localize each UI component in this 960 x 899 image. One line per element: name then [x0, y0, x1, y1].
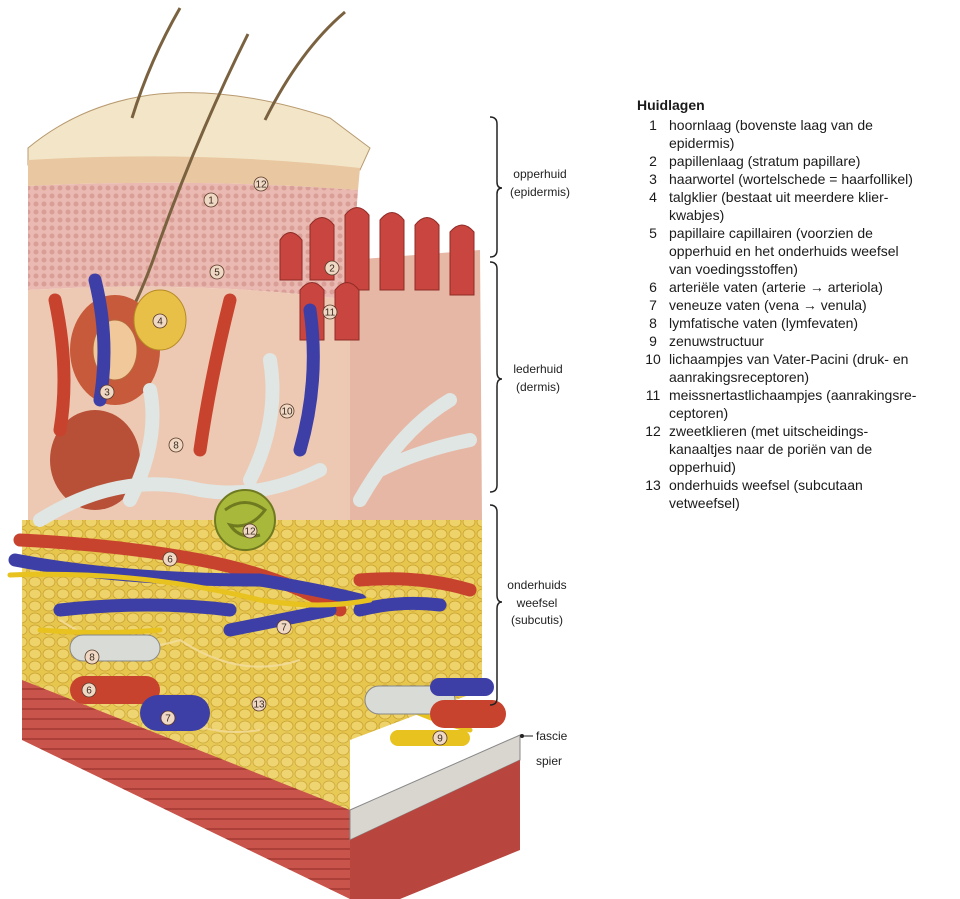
legend-item: 4 talgklier (bestaat uit meerdere klier- …: [637, 188, 957, 224]
legend-item-text: veneuze vaten (vena → venula): [669, 297, 867, 313]
marker-3: 3: [99, 384, 115, 400]
legend-item-number: 11: [645, 387, 661, 403]
marker-9: 9: [432, 730, 448, 746]
svg-text:6: 6: [167, 555, 173, 566]
label-dermis-2: (dermis): [516, 380, 560, 394]
muscle-side: [350, 760, 520, 899]
svg-text:6: 6: [86, 686, 92, 697]
legend-item-text: onderhuids weefsel (subcutaan vetweefsel…: [669, 477, 863, 511]
label-subcutis-2: weefsel: [516, 596, 558, 610]
legend-item-text: haarwortel (wortelschede = haarfollikel): [669, 171, 913, 187]
legend-item-number: 5: [649, 225, 657, 241]
legend-item: 2 papillenlaag (stratum papillare): [637, 152, 957, 170]
svg-text:9: 9: [437, 734, 443, 745]
legend-item-text: zweetklieren (met uitscheidings- kanaalt…: [669, 423, 873, 475]
svg-text:1: 1: [208, 196, 214, 207]
sweat-gland: [214, 489, 276, 551]
legend-item: 3 haarwortel (wortelschede = haarfollikel…: [637, 170, 957, 188]
legend-item: 8 lymfatische vaten (lymfevaten): [637, 314, 957, 332]
marker-7b: 7: [160, 710, 176, 726]
legend: Huidlagen 1 hoornlaag (bovenste laag van …: [637, 96, 957, 512]
label-muscle: spier: [536, 754, 562, 768]
legend-item: 1 hoornlaag (bovenste laag van de epiderm…: [637, 116, 957, 152]
marker-5: 5: [209, 264, 225, 280]
marker-7a: 7: [276, 619, 292, 635]
horn-layer: [28, 156, 360, 190]
legend-item-text: zenuwstructuur: [669, 333, 764, 349]
marker-12b: 12: [242, 523, 258, 539]
layer-brackets: [489, 116, 503, 706]
svg-text:5: 5: [214, 268, 220, 279]
marker-11: 11: [322, 304, 338, 320]
vessel-cross-sections: [69, 634, 506, 746]
label-epidermis-2: (epidermis): [510, 185, 570, 199]
marker-13: 13: [251, 696, 267, 712]
legend-item-text: hoornlaag (bovenste laag van de epidermi…: [669, 117, 873, 151]
papillary-layer: [279, 207, 475, 341]
label-fascia: fascie: [536, 729, 568, 743]
marker-6b: 6: [81, 682, 97, 698]
legend-item: 5 papillaire capillairen (voorzien de opp…: [637, 224, 957, 278]
svg-text:13: 13: [253, 700, 265, 711]
legend-item-number: 10: [645, 351, 661, 367]
dermis-side-face: [350, 250, 482, 520]
marker-8b: 8: [84, 649, 100, 665]
marker-12a: 12: [253, 176, 269, 192]
svg-text:12: 12: [244, 527, 256, 538]
subcutis-front: [22, 520, 350, 810]
legend-title: Huidlagen: [637, 97, 705, 113]
legend-item-number: 6: [649, 279, 657, 295]
legend-item: 10 lichaampjes van Vater-Pacini (druk- en…: [637, 350, 957, 386]
svg-text:7: 7: [281, 623, 287, 634]
legend-item-number: 3: [649, 171, 657, 187]
label-subcutis-3: (subcutis): [511, 613, 563, 627]
legend-item: 9 zenuwstructuur: [637, 332, 957, 350]
legend-item: 12 zweetklieren (met uitscheidings- kanaa…: [637, 422, 957, 476]
muscle-front: [22, 680, 350, 899]
marker-4: 4: [152, 313, 168, 329]
legend-item-number: 1: [649, 117, 657, 133]
marker-1: 1: [203, 192, 219, 208]
label-epidermis-1: opperhuid: [513, 167, 566, 181]
legend-item-number: 2: [649, 153, 657, 169]
legend-list: 1 hoornlaag (bovenste laag van de epiderm…: [637, 116, 957, 512]
numbered-markers: 1 12 2 5 4 11 3 10 8 12 6 7 8 6 13 7 9: [81, 176, 448, 746]
legend-item-number: 8: [649, 315, 657, 331]
legend-item: 13 onderhuids weefsel (subcutaan vetweefs…: [637, 476, 957, 512]
lymph-vessels: [33, 353, 477, 527]
marker-6a: 6: [162, 551, 178, 567]
skin-cross-section-illustration: 1 12 2 5 4 11 3 10 8 12 6 7 8 6 13 7 9 o…: [7, 7, 570, 899]
svg-text:4: 4: [157, 317, 163, 328]
svg-text:11: 11: [325, 308, 336, 319]
legend-item-number: 9: [649, 333, 657, 349]
legend-item-text: arteriële vaten (arterie → arteriola): [669, 279, 883, 295]
svg-text:8: 8: [89, 653, 95, 664]
legend-item-text: lymfatische vaten (lymfevaten): [669, 315, 859, 331]
epidermis-layer: [28, 182, 358, 300]
legend-item-text: talgklier (bestaat uit meerdere klier- k…: [669, 189, 889, 223]
legend-item-text: papillenlaag (stratum papillare): [669, 153, 861, 169]
legend-item: 7 veneuze vaten (vena → venula): [637, 296, 957, 314]
venous-vessels: [8, 273, 447, 637]
label-dermis-1: lederhuid: [513, 362, 562, 376]
svg-text:3: 3: [104, 388, 110, 399]
legend-item-number: 12: [645, 423, 661, 439]
marker-8a: 8: [168, 437, 184, 453]
marker-10: 10: [279, 403, 295, 419]
marker-2: 2: [324, 260, 340, 276]
legend-item-number: 13: [645, 477, 661, 493]
legend-item-number: 4: [649, 189, 657, 205]
label-subcutis-1: onderhuids: [507, 578, 566, 592]
svg-text:7: 7: [165, 714, 171, 725]
svg-text:10: 10: [281, 407, 293, 418]
legend-item-number: 7: [649, 297, 657, 313]
legend-item-text: meissnertastlichaampjes (aanrakingsre- c…: [669, 387, 917, 421]
legend-item: 11 meissnertastlichaampjes (aanrakingsre-…: [637, 386, 957, 422]
svg-text:12: 12: [255, 180, 267, 191]
legend-item-text: lichaampjes van Vater-Pacini (druk- en a…: [669, 351, 909, 385]
svg-text:8: 8: [173, 441, 179, 452]
legend-item-text: papillaire capillairen (voorzien de oppe…: [669, 225, 899, 277]
legend-item: 6 arteriële vaten (arterie → arteriola): [637, 278, 957, 296]
svg-text:2: 2: [329, 264, 335, 275]
